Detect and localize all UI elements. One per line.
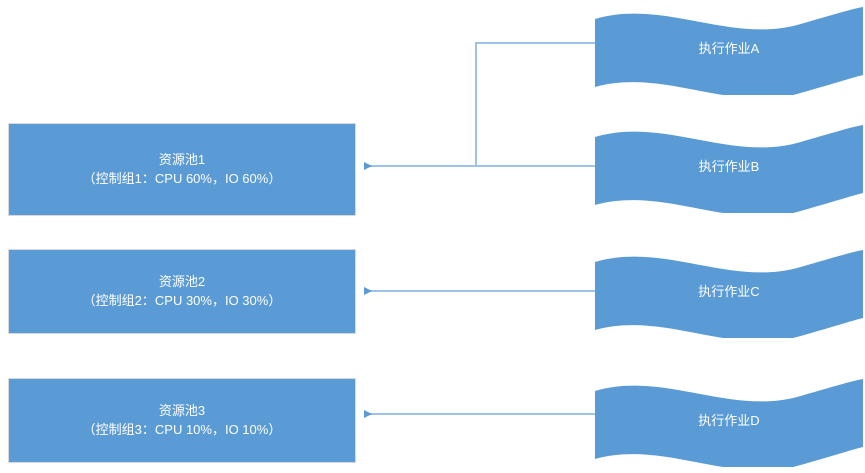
wave-shape-icon bbox=[595, 7, 863, 95]
wave-shape-icon bbox=[595, 250, 863, 338]
connector-a-to-pool1 bbox=[475, 42, 595, 166]
resource-pool-3-title: 资源池3 bbox=[158, 402, 206, 418]
resource-pool-1[interactable]: 资源池1 （控制组1：CPU 60%，IO 60%） bbox=[8, 123, 356, 216]
job-banner-a-label: 执行作业A bbox=[698, 41, 760, 56]
job-banner-a[interactable]: 执行作业A bbox=[593, 5, 865, 95]
job-banner-c[interactable]: 执行作业C bbox=[593, 248, 865, 338]
resource-pool-3-detail: （控制组3：CPU 10%，IO 10%） bbox=[82, 421, 282, 437]
resource-pool-2-title: 资源池2 bbox=[158, 273, 206, 289]
resource-pool-2-detail: （控制组2：CPU 30%，IO 30%） bbox=[82, 292, 282, 308]
job-banner-d[interactable]: 执行作业D bbox=[593, 377, 865, 467]
job-banner-b-label: 执行作业B bbox=[698, 159, 760, 174]
job-banner-c-label: 执行作业C bbox=[698, 284, 760, 299]
wave-shape-icon bbox=[595, 125, 863, 213]
job-banner-b[interactable]: 执行作业B bbox=[593, 123, 865, 213]
resource-pool-1-title: 资源池1 bbox=[158, 151, 206, 167]
resource-pool-2[interactable]: 资源池2 （控制组2：CPU 30%，IO 30%） bbox=[8, 249, 356, 334]
resource-pool-3[interactable]: 资源池3 （控制组3：CPU 10%，IO 10%） bbox=[8, 378, 356, 463]
resource-pool-1-detail: （控制组1：CPU 60%，IO 60%） bbox=[82, 170, 282, 186]
wave-shape-icon bbox=[595, 379, 863, 467]
job-banner-d-label: 执行作业D bbox=[698, 413, 760, 428]
